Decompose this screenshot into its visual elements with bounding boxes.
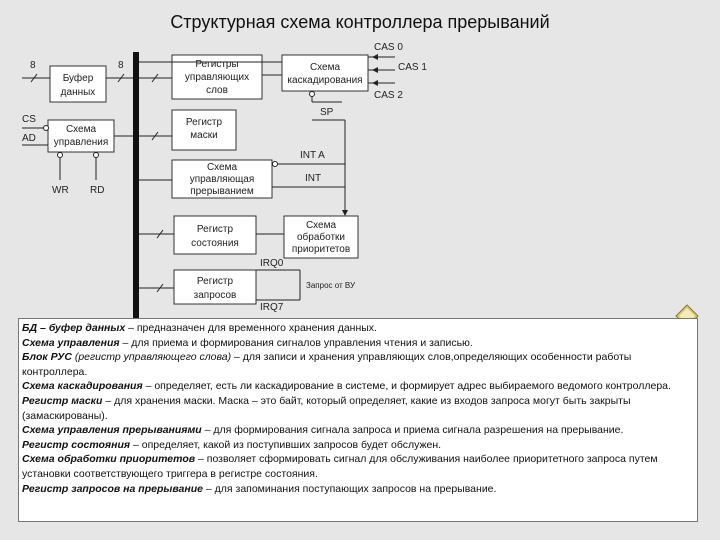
priority-label-2: обработки <box>297 231 345 243</box>
inta-inverter <box>272 161 278 167</box>
page-title: Структурная схема контроллера прерываний <box>170 12 550 32</box>
interrupt-control-label-3: прерыванием <box>190 186 254 197</box>
interrupt-control-block <box>171 159 273 199</box>
request-register-block <box>173 269 257 305</box>
cas1-arrow <box>372 67 378 73</box>
buffer-label-2: данных <box>61 87 96 98</box>
internal-bus <box>133 52 139 320</box>
desc-line-mask: Регистр маски – для хранения маски. Маск… <box>22 394 631 422</box>
wr-label: WR <box>52 185 69 196</box>
control-words-label-2: управляющих <box>185 72 249 83</box>
request-slash <box>156 283 164 293</box>
buffer-block <box>49 65 107 103</box>
data-width-right: 8 <box>118 60 124 71</box>
registers-slash <box>151 73 159 83</box>
cas1-label: CAS 1 <box>398 62 427 73</box>
cs-label: CS <box>22 114 36 125</box>
priority-block <box>283 215 359 259</box>
sp-inverter <box>309 91 315 97</box>
mask-register-block <box>171 109 237 151</box>
wr-inverter <box>57 152 63 158</box>
state-slash <box>156 229 164 239</box>
state-label-2: состояния <box>191 238 239 249</box>
rd-label: RD <box>90 185 104 196</box>
mask-label-1: Регистр <box>186 117 223 128</box>
state-register-block <box>173 215 257 255</box>
control-label-1: Схема <box>66 124 97 135</box>
cascade-block <box>281 54 369 92</box>
desc-line-buffer: БД – буфер данных – предназначен для вре… <box>22 322 377 334</box>
state-label-1: Регистр <box>197 224 234 235</box>
cas0-arrow <box>372 54 378 60</box>
cascade-label-2: каскадирования <box>287 75 362 86</box>
desc-line-interrupt-control: Схема управления прерываниями – для форм… <box>22 424 624 437</box>
priority-feed-arrow <box>342 210 348 216</box>
desc-line-cascade: Схема каскадирования – определяет, есть … <box>22 380 671 393</box>
desc-line-control: Схема управления – для приема и формиров… <box>22 336 473 349</box>
buffer-bus-slash <box>117 73 125 83</box>
control-label-2: управления <box>54 137 109 148</box>
irq0-label: IRQ0 <box>260 258 284 269</box>
buffer-label-1: Буфер <box>63 72 94 84</box>
request-source-label: Запрос от ВУ <box>306 281 356 290</box>
control-block <box>47 119 115 153</box>
data-width-left: 8 <box>30 60 36 71</box>
ad-label: AD <box>22 133 36 144</box>
control-words-label-1: Регистры <box>195 59 238 70</box>
mask-slash <box>151 131 159 141</box>
desc-line-rus: Блок РУС (регистр управляющего слова) – … <box>22 351 632 378</box>
rd-inverter <box>93 152 99 158</box>
control-words-label-3: слов <box>206 85 228 96</box>
cas0-label: CAS 0 <box>374 42 403 53</box>
data-bus-slash <box>30 73 38 83</box>
description-box: БД – буфер данных – предназначен для вре… <box>18 318 698 522</box>
sp-label: SP <box>320 107 334 118</box>
cs-inverter <box>43 125 49 131</box>
int-label: INT <box>305 173 321 184</box>
cas2-label: CAS 2 <box>374 90 403 101</box>
irq7-label: IRQ7 <box>260 302 284 313</box>
cas2-arrow <box>372 80 378 86</box>
request-label-2: запросов <box>194 290 237 301</box>
desc-line-priority: Схема обработки приоритетов – позволяет … <box>22 453 658 480</box>
inta-label: INT A <box>300 150 325 161</box>
mask-label-2: маски <box>190 130 217 141</box>
priority-label-1: Схема <box>306 220 337 231</box>
request-label-1: Регистр <box>197 276 234 287</box>
desc-line-state: Регистр состояния – определяет, какой из… <box>22 438 442 451</box>
interrupt-control-label-1: Схема <box>207 162 238 173</box>
priority-label-3: приоритетов <box>292 244 350 255</box>
desc-line-requests: Регистр запросов на прерывание – для зап… <box>22 482 497 495</box>
cascade-label-1: Схема <box>310 62 341 73</box>
interrupt-control-label-2: управляющая <box>190 174 255 185</box>
